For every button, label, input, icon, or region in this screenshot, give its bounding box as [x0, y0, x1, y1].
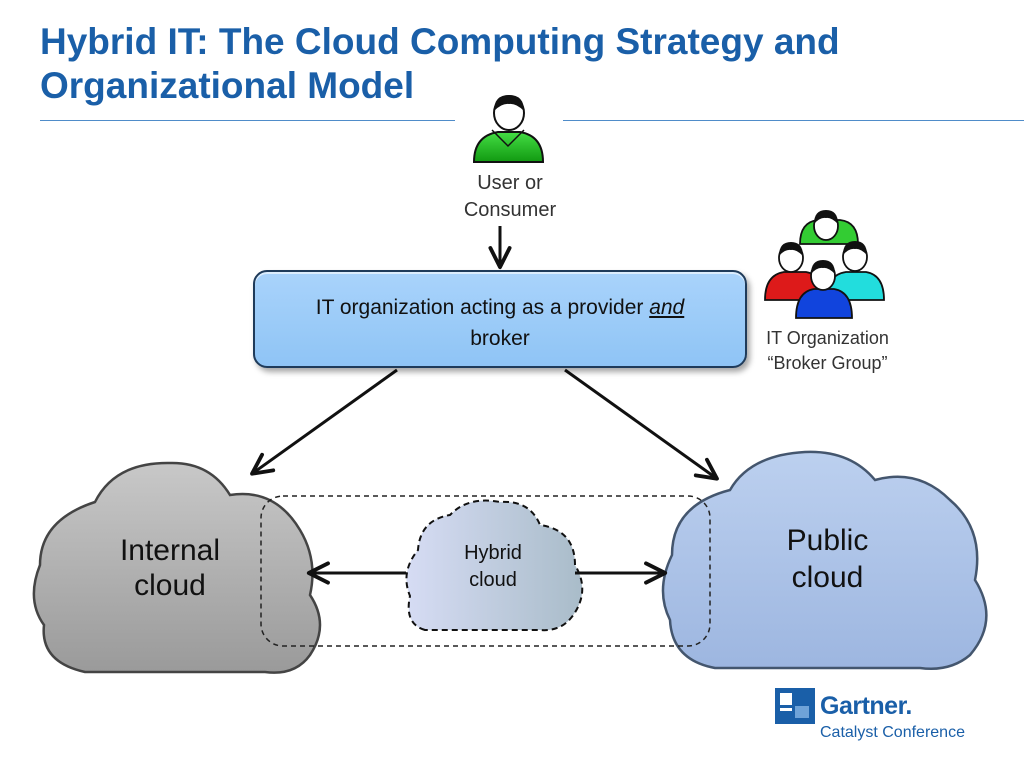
slide-title: Hybrid IT: The Cloud Computing Strategy …	[40, 21, 840, 106]
provider-text-end: broker	[470, 327, 530, 350]
internal-label-line1: Internal	[119, 534, 221, 567]
hybrid-cloud-label: Hybrid cloud	[433, 540, 553, 594]
title-divider-right	[563, 120, 1024, 121]
provider-text: IT organization acting as a provider	[315, 296, 650, 319]
broker-label-line2: “Broker Group”	[767, 353, 888, 373]
user-label-line2: Consumer	[463, 199, 557, 221]
internal-label-line2: cloud	[134, 569, 206, 602]
internal-cloud-label: Internal cloud	[80, 533, 260, 603]
broker-label-line1: IT Organization	[766, 328, 889, 348]
broker-group-label: IT Organization “Broker Group”	[745, 326, 910, 376]
logo-subtitle: Catalyst Conference	[820, 724, 965, 741]
public-label-line2: cloud	[791, 561, 864, 594]
provider-emphasis: and	[649, 296, 685, 319]
title-divider-left	[40, 120, 455, 121]
gartner-logo-icon	[775, 688, 815, 724]
public-cloud-label: Public cloud	[740, 522, 915, 596]
hybrid-label-line1: Hybrid	[464, 542, 522, 564]
user-label: User or Consumer	[430, 170, 590, 224]
user-icon	[472, 95, 545, 163]
arrow-provider-to-public	[564, 368, 719, 481]
internal-cloud-shape	[32, 461, 322, 674]
arrow-provider-to-internal	[250, 368, 398, 476]
broker-group-icon	[764, 210, 885, 319]
public-label-line1: Public	[786, 524, 869, 557]
hybrid-cloud-shape	[405, 499, 584, 632]
logo-name: Gartner.	[820, 692, 912, 720]
provider-broker-box: IT organization acting as a provider and…	[253, 270, 747, 368]
hybrid-label-line2: cloud	[469, 569, 517, 591]
user-label-line1: User or	[477, 172, 543, 194]
hybrid-boundary	[260, 495, 711, 647]
